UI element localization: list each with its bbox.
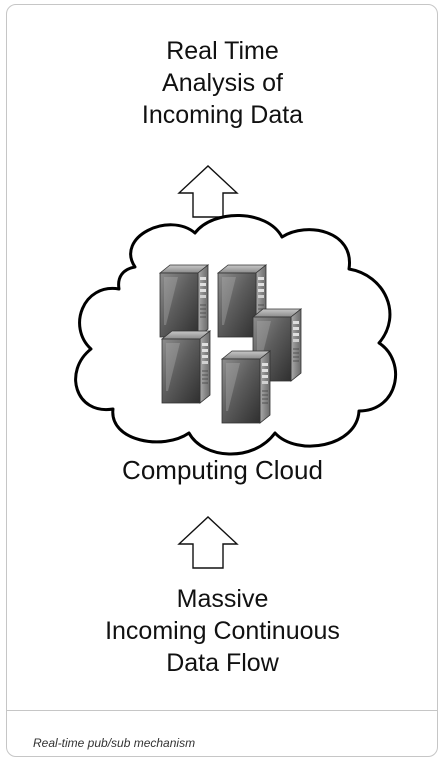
- server-icon: [221, 350, 271, 424]
- input-label: Massive Incoming Continuous Data Flow: [7, 583, 438, 679]
- diagram-area: Real Time Analysis of Incoming Data: [7, 5, 438, 711]
- server-icon: [161, 330, 211, 404]
- output-label-line-2: Analysis of: [162, 69, 283, 97]
- output-arrow-icon: [177, 165, 239, 218]
- cloud-label: Computing Cloud: [122, 455, 323, 485]
- input-label-line-3: Data Flow: [166, 649, 279, 677]
- input-label-line-2: Incoming Continuous: [105, 617, 340, 645]
- figure-card: Real Time Analysis of Incoming Data: [6, 4, 438, 757]
- input-label-line-1: Massive: [176, 585, 269, 613]
- figure-caption: Real-time pub/sub mechanism: [33, 736, 196, 750]
- output-label-line-3: Incoming Data: [141, 101, 304, 129]
- diagram-graphics: [74, 165, 398, 569]
- output-label: Real Time Analysis of Incoming Data: [7, 35, 438, 131]
- output-label-line-1: Real Time: [166, 37, 279, 65]
- server-icon: [159, 264, 209, 338]
- input-arrow-icon: [177, 516, 239, 569]
